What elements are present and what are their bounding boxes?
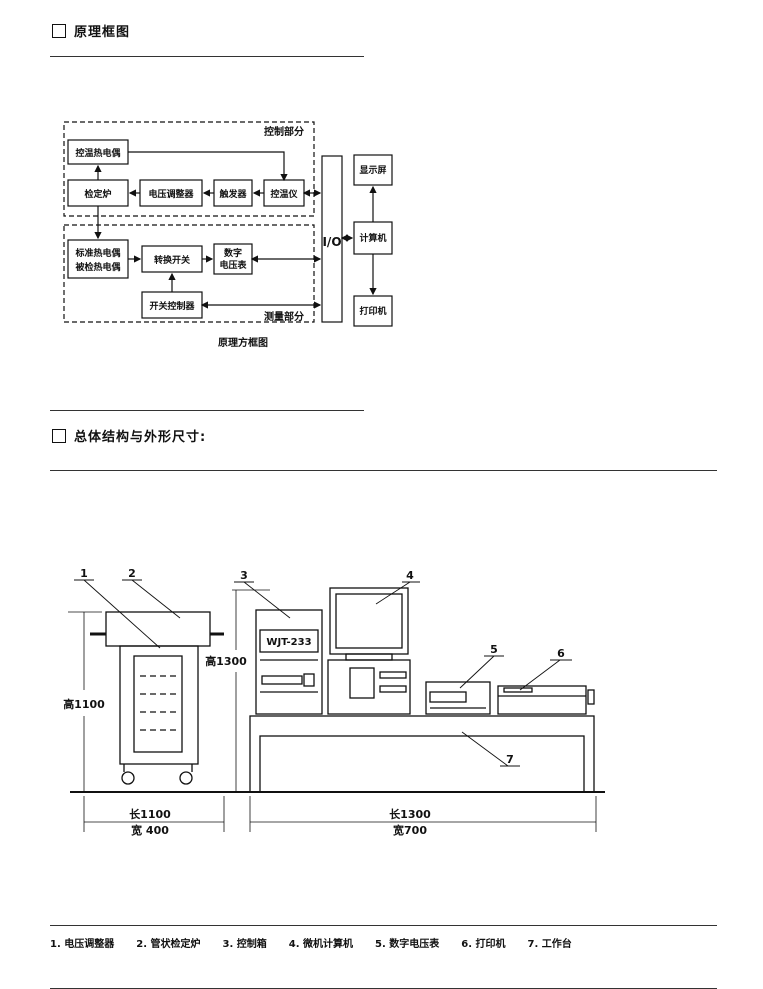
block-display — [353, 154, 393, 186]
wheel-icon — [179, 771, 193, 785]
legend-item: 4. 微机计算机 — [288, 939, 353, 950]
workbench — [249, 715, 595, 793]
callout-7: 7 — [506, 753, 514, 766]
label-computer: 计算机 — [359, 232, 386, 244]
leader-2 — [131, 579, 181, 619]
voltage-regulator-cart — [119, 645, 199, 765]
label-voltage-regulator: 电压调整器 — [148, 188, 194, 200]
leader-6 — [519, 659, 561, 691]
label-test-thermocouple: 被检热电偶 — [75, 261, 120, 273]
callout-5: 5 — [490, 643, 498, 656]
legend-item: 5. 数字电压表 — [375, 939, 440, 950]
printer — [497, 685, 587, 715]
label-switch: 转换开关 — [154, 254, 190, 266]
dim-width-left: 宽 400 — [130, 823, 169, 837]
label-dvm-1: 数字 — [224, 247, 242, 259]
divider — [50, 410, 364, 411]
parts-legend: 1. 电压调整器 2. 管状检定炉 3. 控制箱 4. 微机计算机 5. 数字电… — [50, 935, 594, 950]
divider — [50, 56, 364, 57]
label-thermocouple-ctrl: 控温热电偶 — [75, 147, 120, 159]
legend-item: 2. 管状检定炉 — [136, 939, 201, 950]
leader-7 — [461, 731, 509, 767]
label-dvm-2: 电压表 — [219, 259, 247, 271]
legend-item: 1. 电压调整器 — [50, 939, 115, 950]
arrow-ctrl-tc-to-controller — [128, 151, 288, 182]
label-printer: 打印机 — [359, 305, 386, 317]
callout-1: 1 — [80, 567, 88, 580]
wheel-icon — [121, 771, 135, 785]
checkbox-icon[interactable] — [52, 428, 66, 443]
legend-item: 6. 打印机 — [461, 939, 506, 950]
cabinet-label-panel — [259, 629, 319, 653]
structure-heading: 总体结构与外形尺寸: — [52, 426, 206, 445]
legend-item: 7. 工作台 — [527, 939, 572, 950]
callout-6: 6 — [557, 647, 565, 660]
control-group-box — [63, 121, 315, 217]
divider — [50, 470, 717, 471]
checkbox-icon[interactable] — [52, 23, 66, 38]
callout-2: 2 — [128, 567, 136, 580]
cart-panel — [133, 655, 183, 753]
dim-height-left: 高1100 — [63, 697, 105, 711]
label-display: 显示屏 — [359, 165, 386, 176]
legend-item: 3. 控制箱 — [222, 939, 267, 950]
label-switch-controller: 开关控制器 — [149, 300, 195, 312]
digital-voltmeter — [425, 681, 491, 715]
tube-furnace — [105, 611, 211, 647]
block-printer — [353, 295, 393, 327]
label-temp-controller: 控温仪 — [270, 188, 298, 200]
workbench-panel — [259, 735, 585, 793]
leader-3 — [243, 581, 291, 619]
measure-group-box — [63, 224, 315, 323]
dim-width-right: 宽700 — [392, 823, 427, 837]
measure-group-label: 测量部分 — [264, 310, 304, 323]
label-furnace: 检定炉 — [84, 188, 111, 200]
block-diagram-caption: 原理方框图 — [218, 336, 268, 349]
leader-5 — [459, 655, 495, 689]
label-io: I/O — [322, 235, 341, 249]
divider — [50, 925, 717, 926]
label-std-thermocouple: 标准热电偶 — [74, 247, 120, 259]
leader-4 — [375, 581, 411, 605]
dim-length-right: 长1300 — [389, 807, 431, 821]
control-cabinet — [255, 609, 323, 715]
computer-case — [327, 659, 411, 715]
label-trigger: 触发器 — [218, 188, 247, 200]
structure-heading-text: 总体结构与外形尺寸: — [74, 430, 207, 445]
cabinet-label: WJT-233 — [266, 637, 311, 648]
principle-heading: 原理框图 — [52, 21, 130, 40]
principle-heading-text: 原理框图 — [74, 25, 131, 40]
computer-monitor — [329, 587, 409, 655]
dim-length-left: 长1100 — [129, 807, 171, 821]
dim-height-mid: 高1300 — [205, 654, 247, 668]
control-group-label: 控制部分 — [264, 125, 304, 138]
callout-3: 3 — [240, 569, 248, 582]
leader-1 — [83, 579, 161, 649]
callout-4: 4 — [406, 569, 414, 582]
